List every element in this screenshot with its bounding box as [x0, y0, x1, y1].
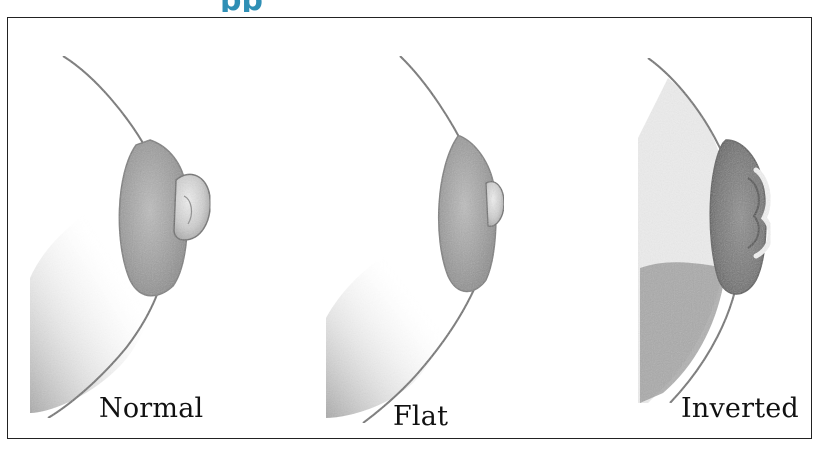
panel-inverted — [638, 58, 770, 403]
label-flat: Flat — [393, 401, 448, 432]
label-inverted: Inverted — [681, 393, 799, 424]
nipple-types-illustration — [8, 18, 810, 437]
clipped-heading: pp — [220, 0, 520, 12]
panel-flat — [326, 56, 504, 423]
figure-frame: Normal Flat Inverted — [7, 17, 812, 439]
label-normal: Normal — [99, 393, 203, 424]
heading-text: pp — [220, 0, 263, 12]
panel-normal — [30, 56, 210, 418]
